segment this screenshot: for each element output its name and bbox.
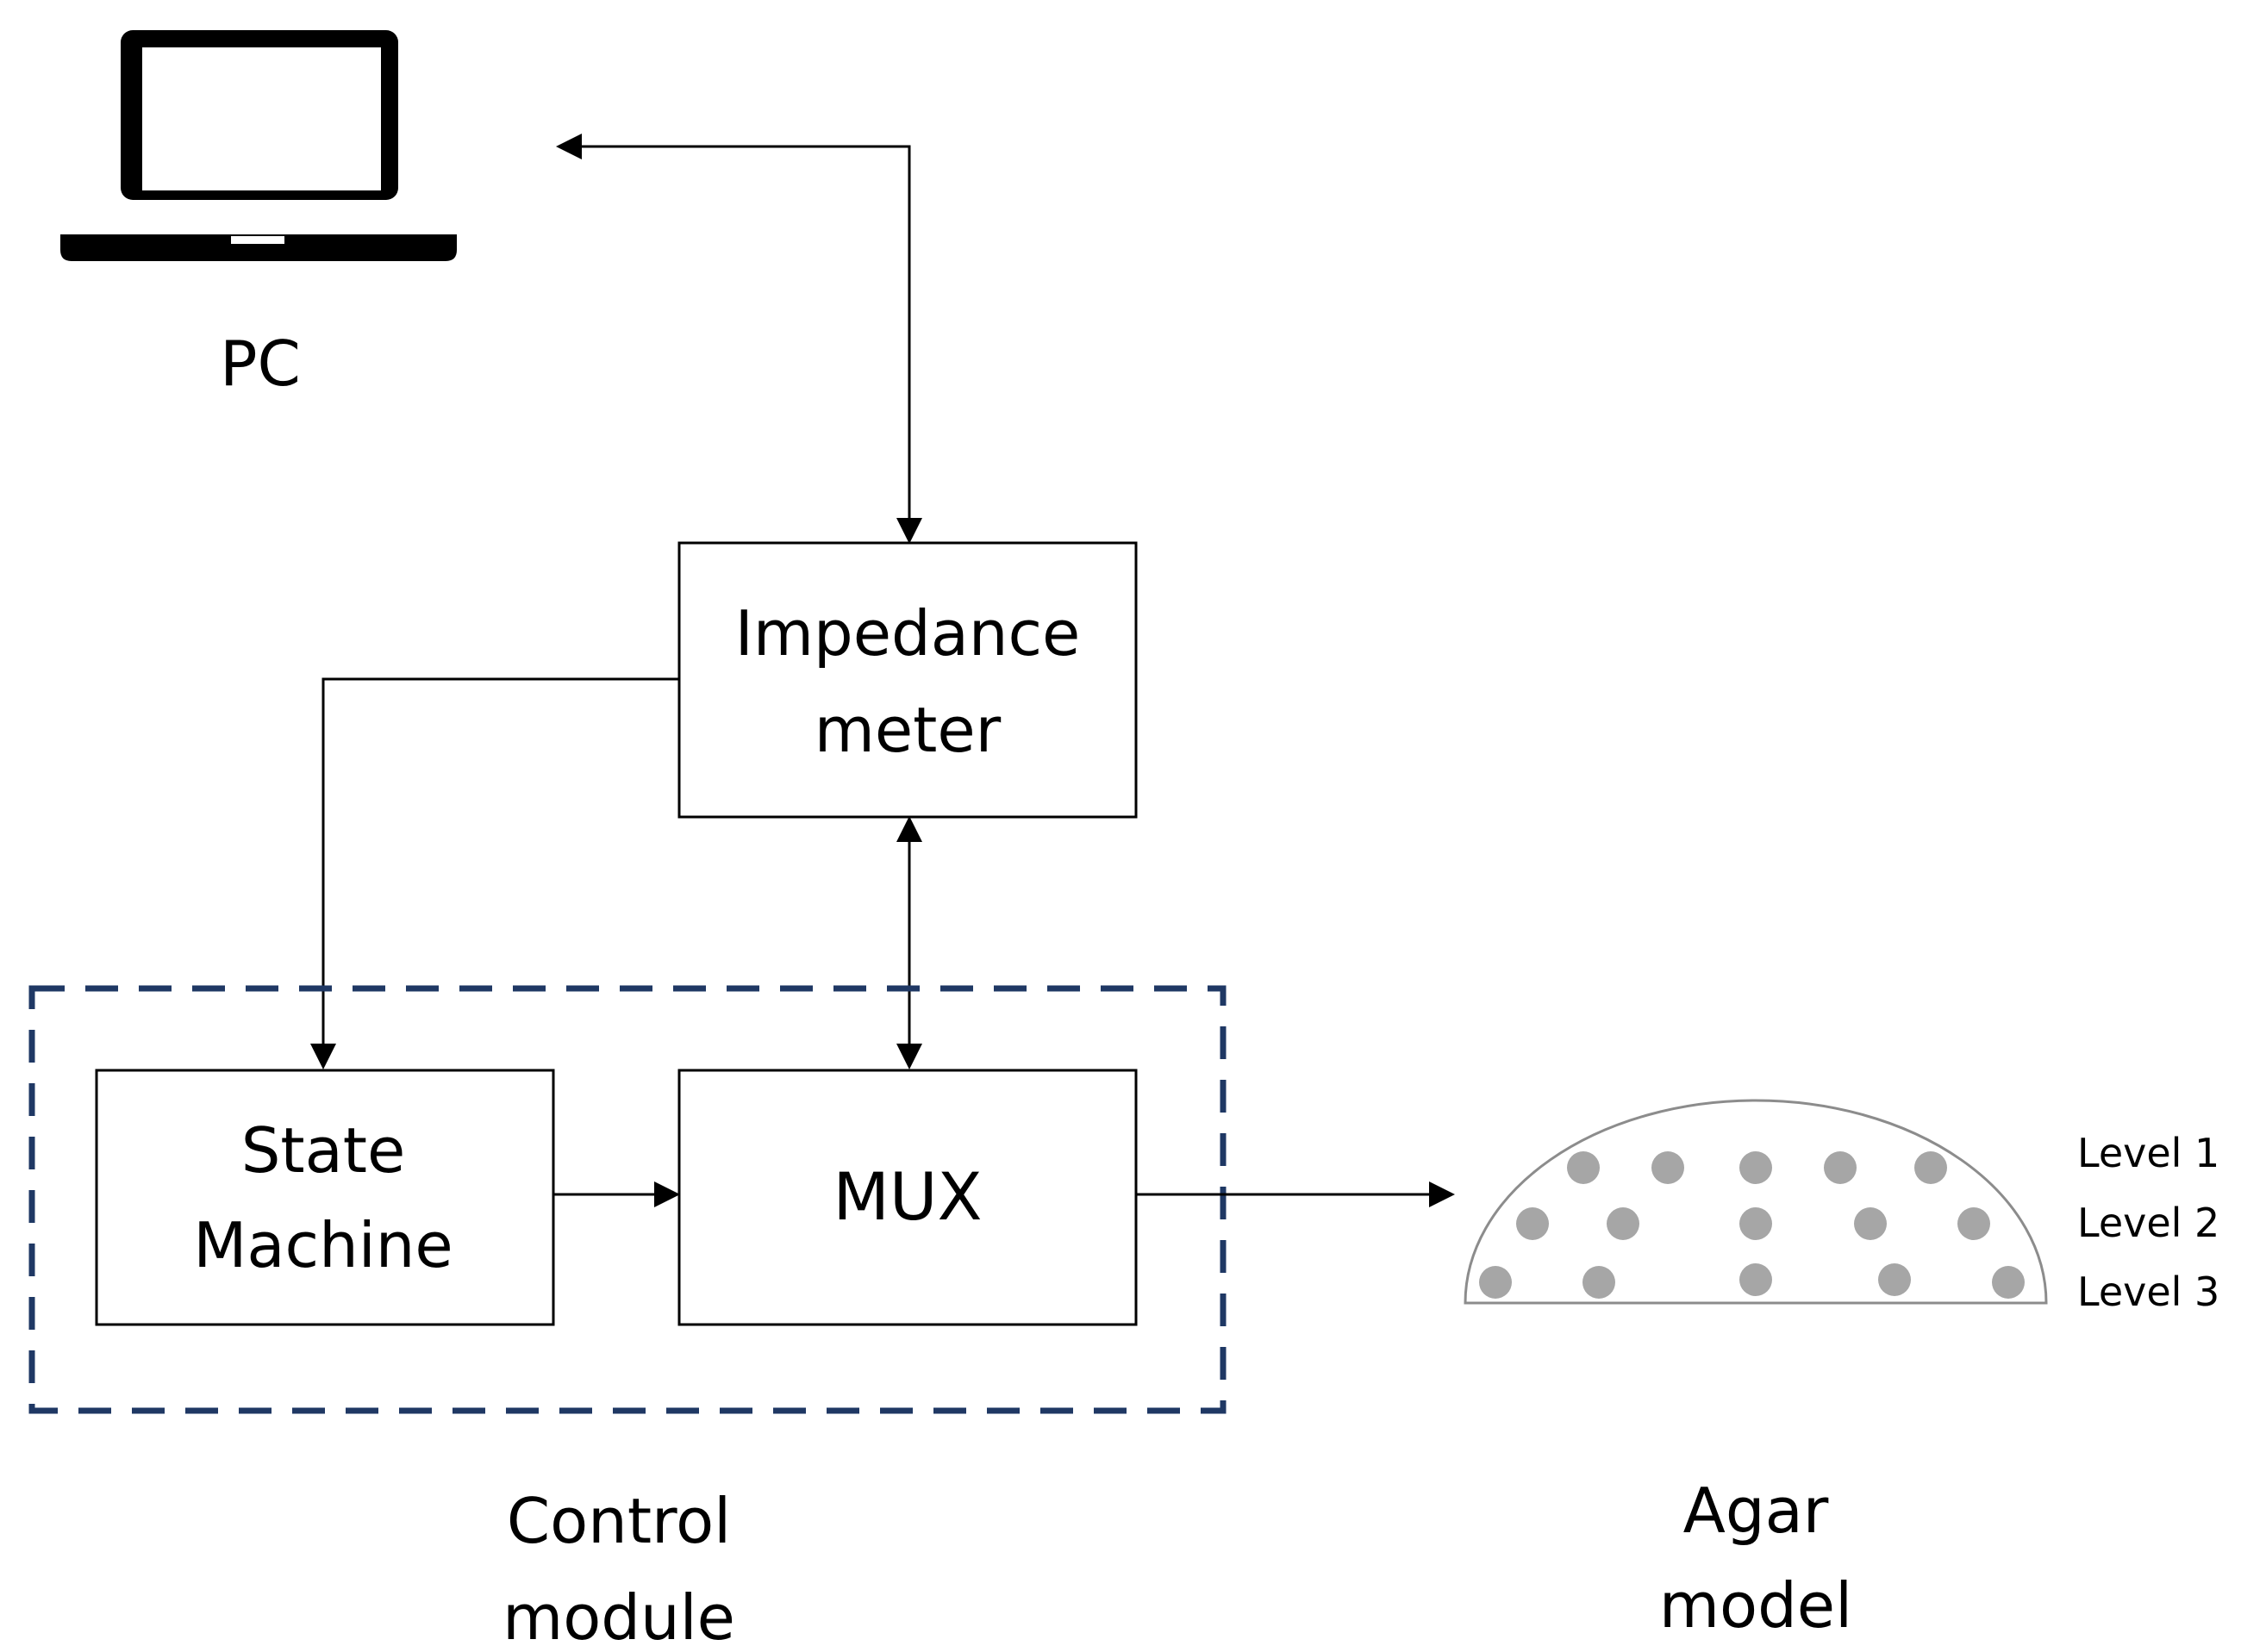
state-machine-box [95, 1069, 555, 1326]
electrode-dot [1739, 1263, 1772, 1296]
state-machine-label-line2: Machine [193, 1209, 453, 1281]
agar-model-dome [1464, 1099, 2048, 1305]
control-module-frame [28, 985, 1227, 1414]
agar-model-label-line1: Agar [1683, 1474, 1829, 1547]
electrode-dot [1479, 1266, 1512, 1299]
laptop-icon [60, 30, 457, 261]
level-2-label: Level 2 [2077, 1200, 2219, 1246]
electrode-dot [1992, 1266, 2025, 1299]
agar-model-label-line2: model [1659, 1569, 1852, 1642]
electrode-dot [1582, 1266, 1615, 1299]
impedance-meter-box [677, 541, 1138, 819]
mux-label: MUX [833, 1158, 982, 1235]
state-machine-label-line1: State [241, 1114, 406, 1187]
mux-box [677, 1069, 1138, 1326]
electrode-level-2 [1516, 1207, 1990, 1240]
electrode-dot [1739, 1151, 1772, 1184]
control-module-label-line2: module [503, 1581, 735, 1652]
pc-impedance-connector [556, 134, 922, 544]
electrode-dot [1914, 1151, 1947, 1184]
impedance-meter-label-line2: meter [815, 694, 1002, 766]
electrode-dot [1824, 1151, 1857, 1184]
electrode-level-1 [1567, 1151, 1947, 1184]
electrode-dot [1878, 1263, 1911, 1296]
electrode-dot [1854, 1207, 1887, 1240]
impedance-meter-label-line1: Impedance [735, 597, 1081, 670]
electrode-dot [1607, 1207, 1639, 1240]
electrode-dot [1651, 1151, 1684, 1184]
electrode-level-3 [1479, 1263, 2025, 1299]
pc-label: PC [220, 327, 301, 400]
electrode-dot [1957, 1207, 1990, 1240]
level-1-label: Level 1 [2077, 1130, 2219, 1176]
electrode-dot [1567, 1151, 1600, 1184]
electrode-dot [1739, 1207, 1772, 1240]
level-3-label: Level 3 [2077, 1269, 2219, 1315]
control-module-label-line1: Control [507, 1485, 731, 1557]
impedance-statemachine-connector [310, 677, 679, 1069]
electrode-dot [1516, 1207, 1549, 1240]
